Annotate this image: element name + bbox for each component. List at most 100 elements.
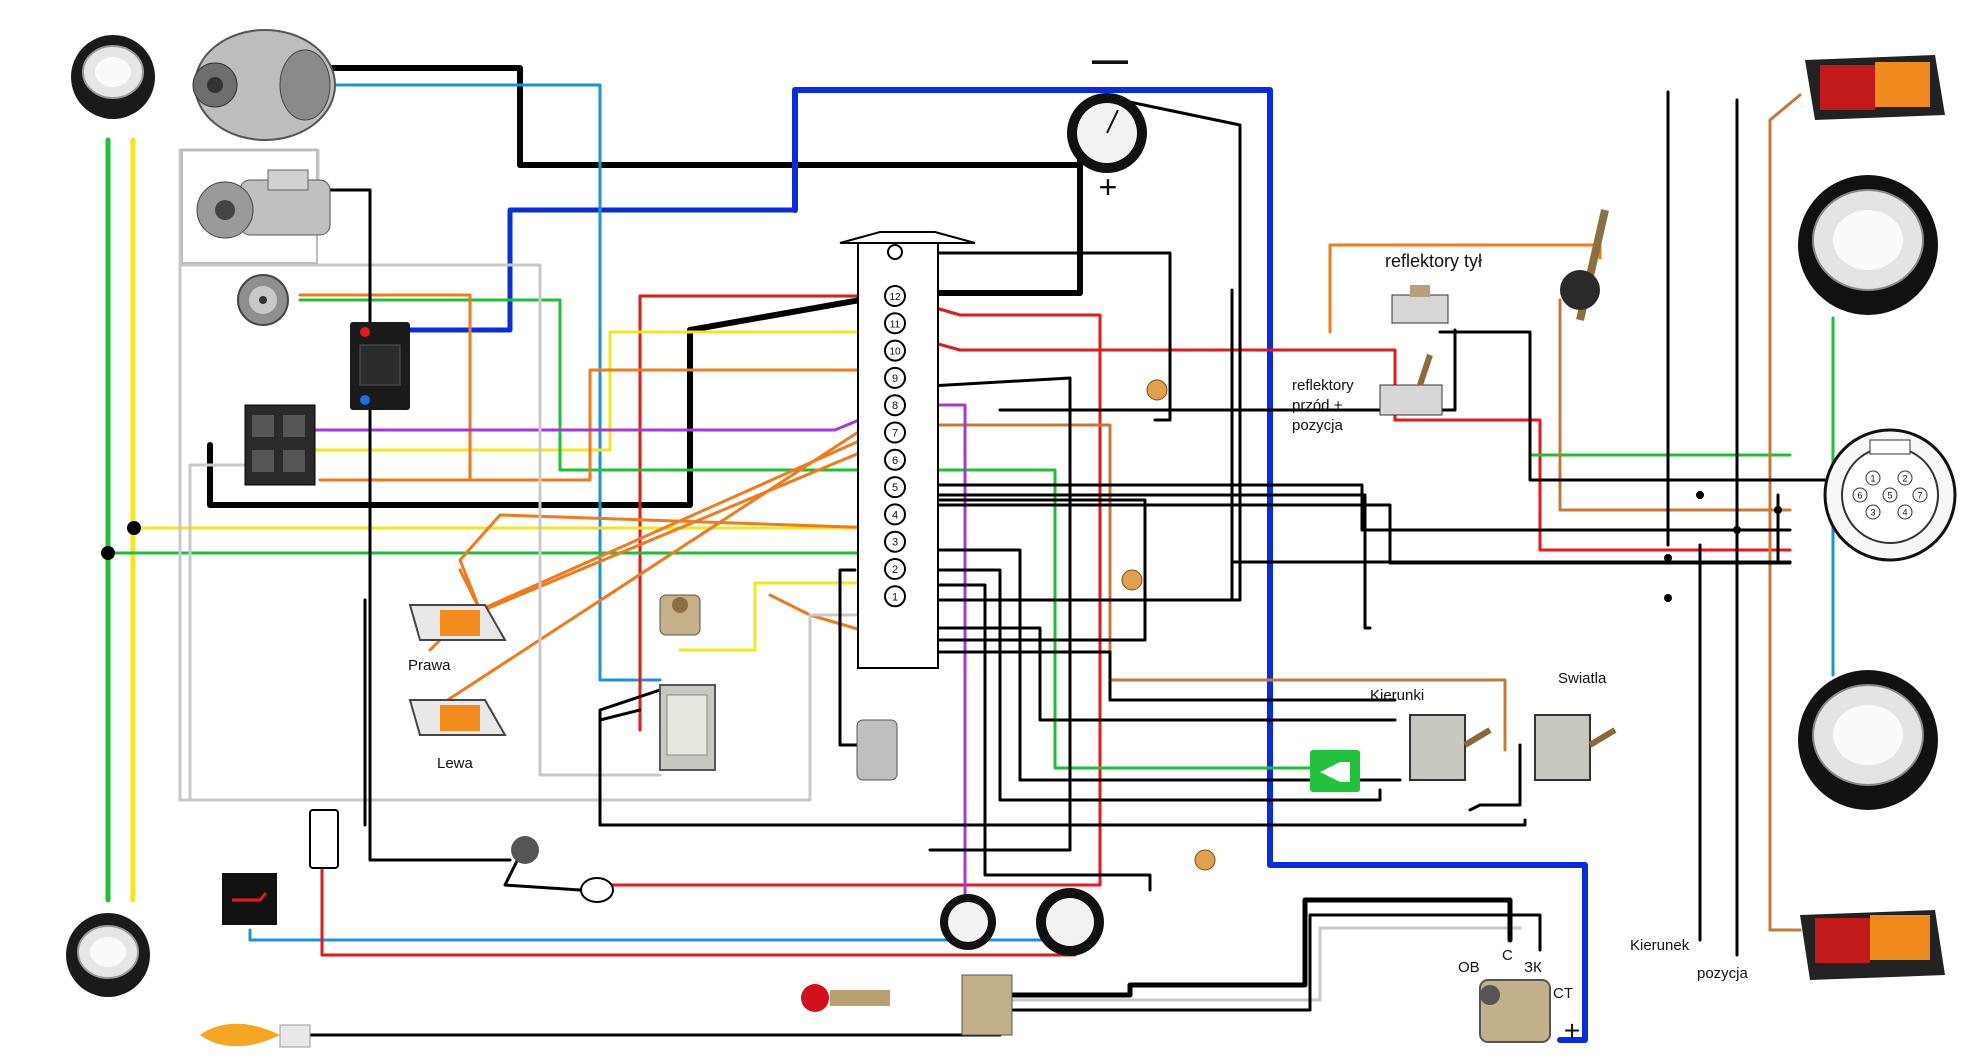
fuse-box <box>350 322 410 410</box>
wire-orange-10 <box>318 368 897 482</box>
wire-red-11 <box>893 330 1462 422</box>
alternator <box>192 29 336 141</box>
socket-pin-label: 5 <box>1887 491 1892 501</box>
connector-plug <box>580 877 614 903</box>
terminal-circle <box>884 448 906 471</box>
terminal-circle <box>884 476 906 499</box>
temp-sender <box>511 836 539 864</box>
junction-dot <box>1664 594 1672 602</box>
wire-yellow-11 <box>308 330 897 452</box>
terminal-12: 12 <box>884 285 906 307</box>
wire-black-starter <box>328 188 512 862</box>
terminal-circle <box>884 312 906 335</box>
switch-front-lights[interactable] <box>1379 354 1443 416</box>
label-reflektory-tyl: reflektory tył <box>1385 251 1482 271</box>
wire-red-12 <box>638 294 897 732</box>
terminal-4: 4 <box>884 503 906 526</box>
fuel-sender <box>309 809 339 869</box>
indicator-lamp-2 <box>1121 569 1143 591</box>
terminal-label: 8 <box>892 400 898 412</box>
work-light-bottom <box>1798 670 1938 810</box>
socket-pin-2: 2 <box>1897 470 1913 486</box>
plus-label-top: + <box>1099 169 1118 205</box>
wire-black-rear-bus3 <box>893 503 1792 565</box>
socket-pin-1: 1 <box>1865 470 1881 486</box>
wire-black-relay-top <box>598 708 642 737</box>
wire-red-12b <box>598 294 1102 887</box>
wire-black-ammeter <box>893 98 1242 602</box>
label-reflektory-przod-2: przód + <box>1292 397 1343 414</box>
label-ct: CT <box>1553 985 1573 1002</box>
socket-pin-circle <box>1897 470 1913 486</box>
starter-motor <box>181 149 331 264</box>
terminal-circle <box>884 558 906 580</box>
wire-black-k1 <box>893 548 1402 782</box>
wire-brown-rear <box>1558 298 1792 512</box>
socket-pin-circle <box>1865 504 1881 520</box>
wire-black-6 <box>893 498 1147 642</box>
temperature-gauge <box>940 894 996 950</box>
terminal-label: 9 <box>892 373 898 385</box>
terminal-block <box>839 231 976 669</box>
wire-blue-main <box>792 87 1588 1043</box>
switch-lights[interactable] <box>1534 714 1617 781</box>
work-light-top <box>1798 175 1938 315</box>
label-ob: OB <box>1458 959 1480 976</box>
terminal-circle <box>884 394 906 417</box>
label-reflektory-przod-3: pozycja <box>1292 417 1344 434</box>
terminal-7: 7 <box>884 421 906 444</box>
socket-pin-circle <box>1865 470 1881 486</box>
socket-pin-3: 3 <box>1865 504 1881 520</box>
switch-rear-lights[interactable] <box>1391 285 1449 324</box>
wire-black-s2 <box>1468 743 1522 812</box>
terminal-10: 10 <box>884 339 906 362</box>
wire-orange-horn <box>298 293 472 482</box>
terminal-label: 4 <box>892 509 898 521</box>
junction-dot <box>1664 554 1672 562</box>
tail-light-top <box>1805 55 1945 120</box>
switch-turn-signals[interactable] <box>1409 714 1492 781</box>
wire-green-7 <box>298 298 897 472</box>
label-c: C <box>1502 947 1513 964</box>
wire-black-k3 <box>893 583 1152 892</box>
ignition-switch[interactable] <box>1479 979 1551 1043</box>
horn-button[interactable] <box>1310 750 1360 792</box>
wire-black-k4 <box>893 626 1397 722</box>
indicator-lamp-3 <box>1194 849 1216 871</box>
junction-dot <box>101 546 115 560</box>
front-headlight-bottom <box>66 913 150 997</box>
wire-black-rear-bus2 <box>893 483 1792 532</box>
wire-lightblue-alt <box>328 83 662 682</box>
socket-pin-circle <box>1897 504 1913 520</box>
capacitor <box>856 719 898 781</box>
wire-gray-relay <box>188 463 252 802</box>
regulator-block <box>244 404 316 486</box>
junction-dot <box>127 521 141 535</box>
terminal-circle <box>884 530 906 553</box>
junction-dot <box>1774 506 1782 514</box>
wire-blue-relay <box>367 207 798 333</box>
label-prawa: Prawa <box>408 657 451 674</box>
terminal-circle <box>884 585 906 608</box>
oil-warning-light <box>222 873 277 925</box>
front-headlight-top <box>71 35 155 119</box>
terminal-circle <box>884 339 906 362</box>
wire-lightblue-oil <box>248 928 1072 942</box>
wire-black-rear-bus1 <box>1438 330 1842 482</box>
oil-pressure-gauge <box>1036 888 1104 956</box>
terminal-label: 1 <box>892 591 898 603</box>
horn <box>237 274 289 326</box>
terminal-11: 11 <box>884 312 906 335</box>
wires <box>105 65 1842 1043</box>
plus-label-bottom: + <box>1564 1015 1580 1046</box>
label-pozycja: pozycja <box>1697 965 1749 982</box>
wire-orange-rear <box>1328 243 1602 334</box>
ammeter-gauge <box>1067 93 1147 173</box>
wire-yellow-3 <box>678 581 897 652</box>
socket-pin-label: 4 <box>1902 508 1907 518</box>
terminal-2: 2 <box>884 558 906 580</box>
label-lewa: Lewa <box>437 755 474 772</box>
turn-signal-left <box>408 699 507 736</box>
